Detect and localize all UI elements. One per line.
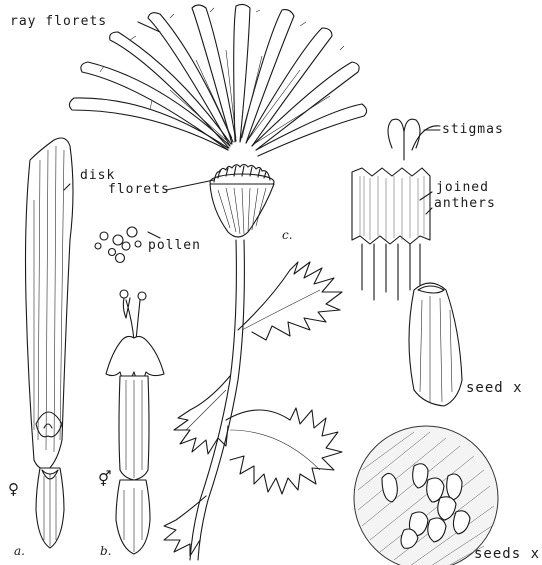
- stamen-tube: [352, 119, 440, 300]
- disk-florets-label-line2: florets: [108, 182, 170, 197]
- ray-florets-drawing: [69, 4, 366, 156]
- flower-head-c: [69, 4, 366, 237]
- joined-anthers-label-line1: joined: [436, 180, 489, 195]
- joined-anthers-label-line2: anthers: [434, 196, 496, 211]
- seeds-in-circle: [354, 426, 498, 565]
- figure-c-label: c.: [282, 228, 293, 242]
- figure-b-label: b.: [100, 544, 112, 558]
- seed-label: seed x: [466, 380, 523, 396]
- disk-floret-b: [106, 290, 164, 554]
- bisexual-symbol: ⚥: [98, 470, 112, 488]
- female-symbol: ♀: [8, 480, 19, 498]
- ray-floret-a: [26, 138, 74, 548]
- ray-florets-label: ray florets: [10, 14, 107, 29]
- seed-drawing: [409, 283, 462, 406]
- stem-and-leaves: [164, 240, 342, 560]
- seeds-label: seeds x: [474, 546, 540, 562]
- disk-florets-label-line1: disk: [80, 168, 115, 183]
- stigmas-label: stigmas: [442, 122, 504, 137]
- figure-a-label: a.: [14, 544, 25, 558]
- pollen-label: pollen: [148, 238, 201, 253]
